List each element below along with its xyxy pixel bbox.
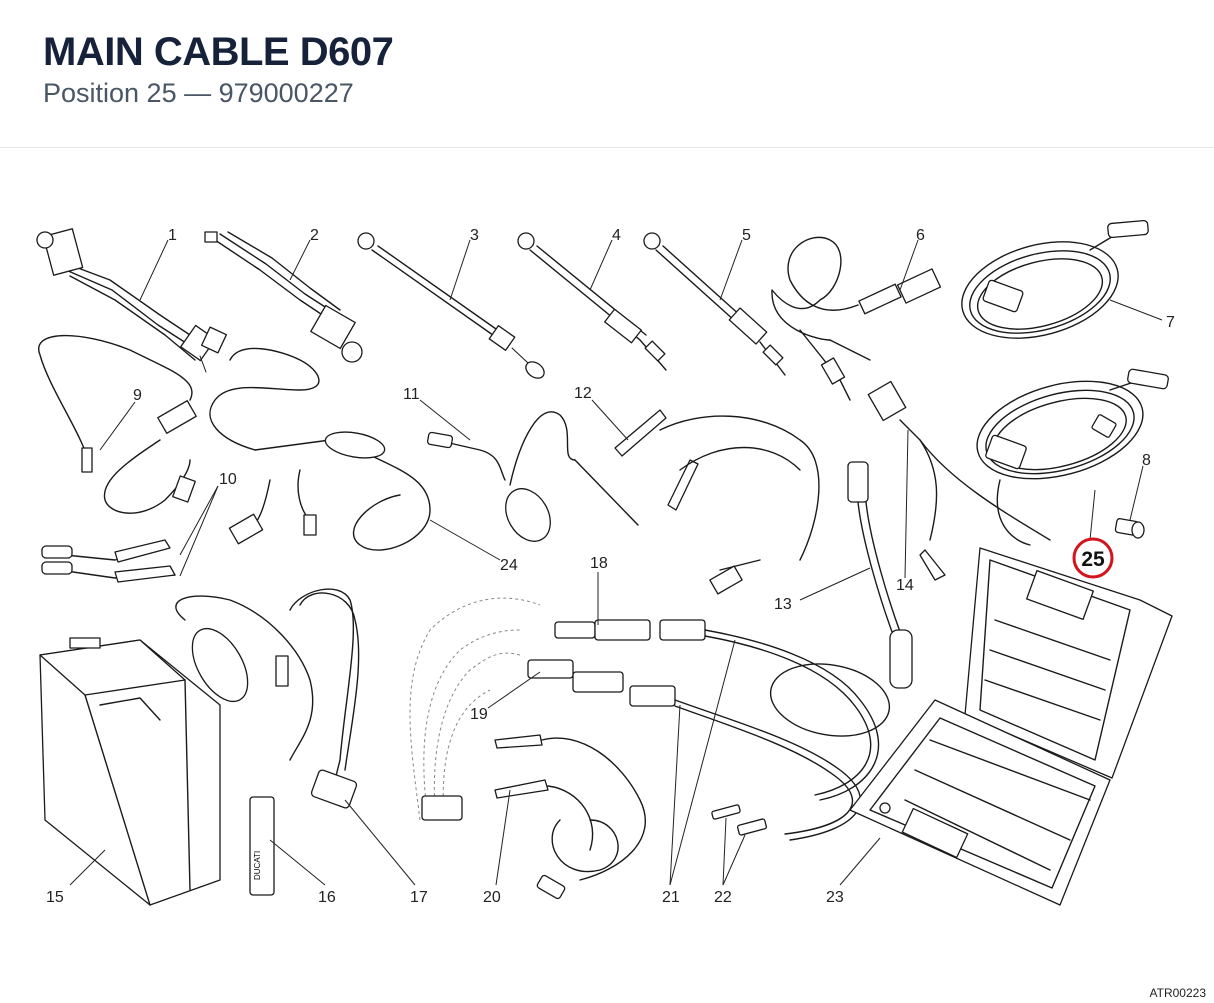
callout-22: 22	[714, 889, 732, 906]
callout-19: 19	[470, 706, 488, 723]
callout-20: 20	[483, 889, 501, 906]
callout-4: 4	[612, 227, 621, 244]
callout-23: 23	[826, 889, 844, 906]
part-22-pins	[711, 804, 768, 836]
part-11-probe	[426, 411, 576, 542]
part-2-harness	[204, 231, 363, 363]
leader-lines	[69, 239, 1163, 886]
callout-16: 16	[318, 889, 336, 906]
part-18-19-21-cables	[409, 597, 891, 841]
callout-2: 2	[310, 227, 319, 244]
callout-5: 5	[742, 227, 751, 244]
part-8-fitting	[1114, 518, 1145, 539]
callout-13: 13	[774, 596, 792, 613]
callout-9: 9	[133, 387, 142, 404]
callout-24: 24	[500, 557, 518, 574]
callout-14: 14	[896, 577, 914, 594]
callout-10: 10	[219, 471, 237, 488]
callout-7: 7	[1166, 314, 1175, 331]
callout-18: 18	[590, 555, 608, 572]
part-13-adapter	[847, 461, 913, 689]
part-16-card: DUCATI	[249, 796, 275, 896]
part-7-coiled-cable	[961, 219, 1149, 339]
callout-21: 21	[662, 889, 680, 906]
callout-6: 6	[916, 227, 925, 244]
part-17-cable	[175, 588, 360, 809]
header: MAIN CABLE D607 Position 25 — 979000227	[0, 0, 1214, 148]
part-4-probe	[517, 232, 667, 371]
part-6-cable	[771, 236, 942, 401]
highlight-label: 25	[1081, 548, 1105, 571]
part-20-clips	[494, 734, 646, 900]
callout-15: 15	[46, 889, 64, 906]
callout-8: 8	[1142, 452, 1151, 469]
page-subtitle: Position 25 — 979000227	[43, 78, 354, 108]
part-24-cable	[209, 347, 431, 551]
callout-labels: 1 2 3 4 5 6 7 8 9 10 11 12 13 14 15 16 1…	[46, 227, 1175, 906]
callout-11: 11	[403, 386, 420, 403]
part-3-probe	[357, 232, 545, 379]
highlight-ring	[1072, 537, 1114, 579]
highlight-position-25: 25	[1072, 537, 1114, 579]
part-14-splitter	[867, 380, 1051, 581]
page-title: MAIN CABLE D607	[43, 30, 394, 74]
card-text: DUCATI	[253, 851, 262, 880]
part-10-clips	[41, 539, 176, 583]
part-1-harness	[36, 228, 228, 373]
callout-3: 3	[470, 227, 479, 244]
part-5-probe	[643, 232, 786, 376]
callout-1: 1	[168, 227, 177, 244]
part-12-clips	[574, 409, 820, 595]
part-15-case	[39, 637, 221, 906]
callout-12: 12	[574, 385, 592, 402]
callout-17: 17	[410, 889, 428, 906]
part-23-open-case	[849, 547, 1173, 906]
part-25-main-cable	[976, 368, 1169, 546]
part-9-cable	[38, 334, 197, 514]
drawing-code: ATR00223	[1149, 986, 1206, 1000]
